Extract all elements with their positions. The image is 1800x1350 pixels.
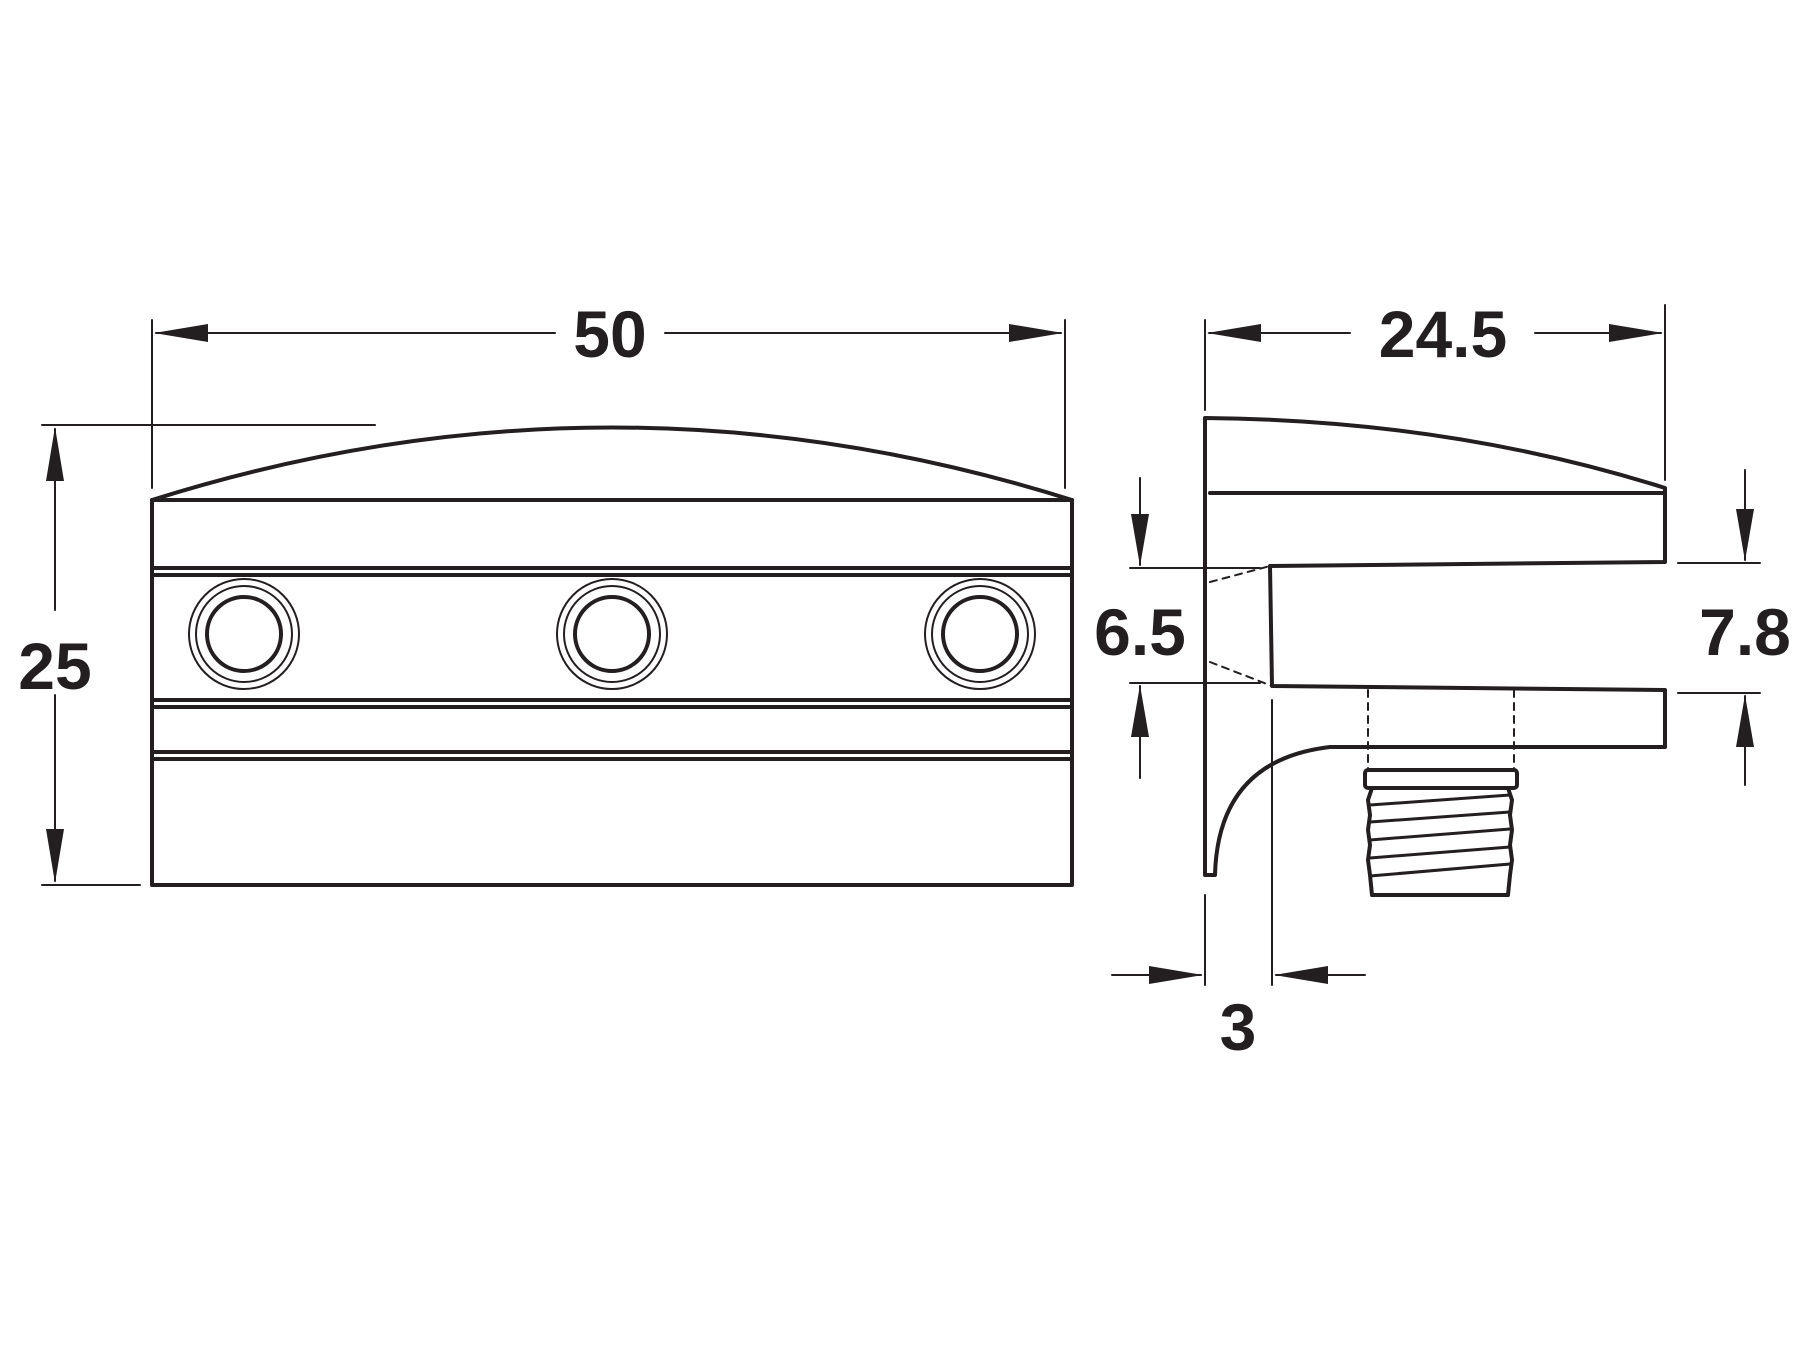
side-view: 24.5 6.5 7.8 — [1094, 297, 1791, 1064]
screw-hole-center — [556, 578, 668, 690]
width-dimension: 50 — [151, 297, 1066, 489]
height-dimension-label: 25 — [18, 629, 91, 703]
screw-hole-right — [924, 578, 1036, 690]
depth-dimension-label: 24.5 — [1379, 297, 1507, 371]
front-view-outline — [150, 425, 1074, 887]
width-dimension-label: 50 — [573, 297, 646, 371]
side-view-profile — [1203, 416, 1667, 877]
screw-hole-left — [188, 578, 300, 690]
height-dimension: 25 — [18, 424, 376, 886]
slot-opening-dimension: 6.5 — [1094, 477, 1261, 779]
wall-thickness-dimension-label: 3 — [1220, 990, 1257, 1064]
depth-dimension: 24.5 — [1204, 297, 1666, 481]
slot-outer-dimension-label: 7.8 — [1699, 595, 1791, 669]
grub-screw — [1363, 768, 1519, 897]
slot-outer-dimension: 7.8 — [1677, 469, 1791, 786]
slot-bevel-bottom — [1209, 661, 1273, 687]
slot-opening-dimension-label: 6.5 — [1094, 595, 1186, 669]
front-view: 50 25 — [18, 297, 1074, 887]
wall-thickness-dimension: 3 — [1111, 699, 1366, 1064]
